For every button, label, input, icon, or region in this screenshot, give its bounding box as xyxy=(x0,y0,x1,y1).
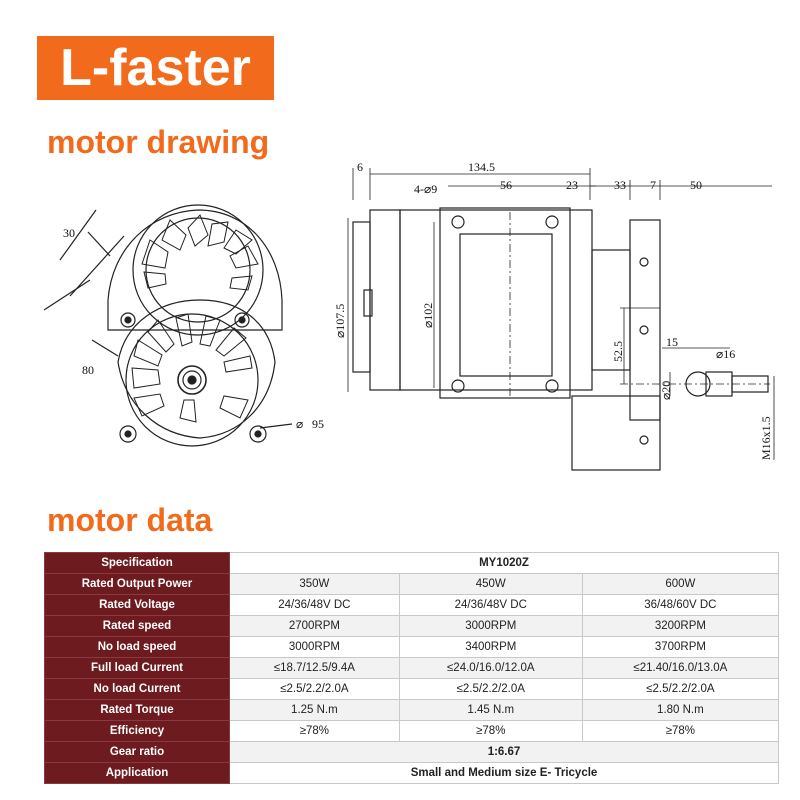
spec-label: Full load Current xyxy=(44,657,230,679)
dim-107-5: ⌀107.5 xyxy=(333,304,347,338)
dim-phi: ⌀ xyxy=(296,417,303,431)
spec-value: 3000RPM xyxy=(398,615,583,637)
spec-value: ≤24.0/16.0/12.0A xyxy=(398,657,583,679)
spec-value: 24/36/48V DC xyxy=(229,594,400,616)
dim-52-5: 52.5 xyxy=(611,341,625,362)
dim-102: ⌀102 xyxy=(421,303,435,328)
spec-value: 36/48/60V DC xyxy=(581,594,780,616)
spec-value-merged: 1:6.67 xyxy=(229,741,779,763)
spec-value: ≥78% xyxy=(229,720,400,742)
spec-value: 3200RPM xyxy=(581,615,780,637)
dim-95: 95 xyxy=(312,417,324,431)
dim-20: ⌀20 xyxy=(659,381,673,400)
spec-label: No load Current xyxy=(44,678,230,700)
end-view-drawing: 30 80 ⌀ 95 xyxy=(43,204,324,447)
spec-value: ≤2.5/2.2/2.0A xyxy=(581,678,780,700)
spec-label: Rated Voltage xyxy=(44,594,230,616)
spec-value: ≤21.40/16.0/13.0A xyxy=(581,657,780,679)
spec-label: Rated Torque xyxy=(44,699,230,721)
spec-label: No load speed xyxy=(44,636,230,658)
spec-value: ≤18.7/12.5/9.4A xyxy=(229,657,400,679)
spec-label: Specification xyxy=(44,552,230,574)
dim-16: ⌀16 xyxy=(716,347,735,361)
dim-7: 7 xyxy=(650,178,656,192)
spec-value: 350W xyxy=(229,573,400,595)
motor-drawing-heading: motor drawing xyxy=(47,124,270,160)
dim-80: 80 xyxy=(82,363,94,377)
dim-56: 56 xyxy=(500,178,512,192)
spec-value: 3000RPM xyxy=(229,636,400,658)
spec-label: Efficiency xyxy=(44,720,230,742)
dim-30: 30 xyxy=(63,226,75,240)
dim-m16: M16x1.5 xyxy=(759,416,773,460)
spec-value: 2700RPM xyxy=(229,615,400,637)
spec-label: Gear ratio xyxy=(44,741,230,763)
spec-value: 3700RPM xyxy=(581,636,780,658)
motor-technical-drawing: 30 80 ⌀ 95 6 134.5 4-⌀9 56 23 33 7 50 xyxy=(30,160,780,480)
dim-23: 23 xyxy=(566,178,578,192)
dim-50: 50 xyxy=(690,178,702,192)
spec-row: No load Current≤2.5/2.2/2.0A≤2.5/2.2/2.0… xyxy=(44,678,780,700)
dim-4-9: 4-⌀9 xyxy=(414,182,437,196)
side-view-drawing: 6 134.5 4-⌀9 56 23 33 7 50 xyxy=(333,160,775,471)
spec-value-merged: Small and Medium size E- Tricycle xyxy=(229,762,779,784)
spec-value: 1.25 N.m xyxy=(229,699,400,721)
dim-33: 33 xyxy=(614,178,626,192)
spec-label: Rated speed xyxy=(44,615,230,637)
spec-label: Application xyxy=(44,762,230,784)
spec-value: 1.45 N.m xyxy=(398,699,583,721)
spec-value: ≥78% xyxy=(398,720,583,742)
motor-data-heading: motor data xyxy=(47,502,213,538)
dim-6: 6 xyxy=(357,160,363,174)
dim-134-5: 134.5 xyxy=(468,160,495,174)
spec-value: 3400RPM xyxy=(398,636,583,658)
spec-value: 600W xyxy=(581,573,780,595)
spec-row: Efficiency≥78%≥78%≥78% xyxy=(44,720,780,742)
spec-value: 1.80 N.m xyxy=(581,699,780,721)
spec-row: Full load Current≤18.7/12.5/9.4A≤24.0/16… xyxy=(44,657,780,679)
brand-logo: L-faster xyxy=(37,36,274,100)
spec-value: ≤2.5/2.2/2.0A xyxy=(229,678,400,700)
spec-value: ≤2.5/2.2/2.0A xyxy=(398,678,583,700)
spec-label: Rated Output Power xyxy=(44,573,230,595)
spec-value-merged: MY1020Z xyxy=(229,552,779,574)
spec-value: 450W xyxy=(398,573,583,595)
dim-15: 15 xyxy=(666,335,678,349)
spec-value: 24/36/48V DC xyxy=(398,594,583,616)
spec-value: ≥78% xyxy=(581,720,780,742)
